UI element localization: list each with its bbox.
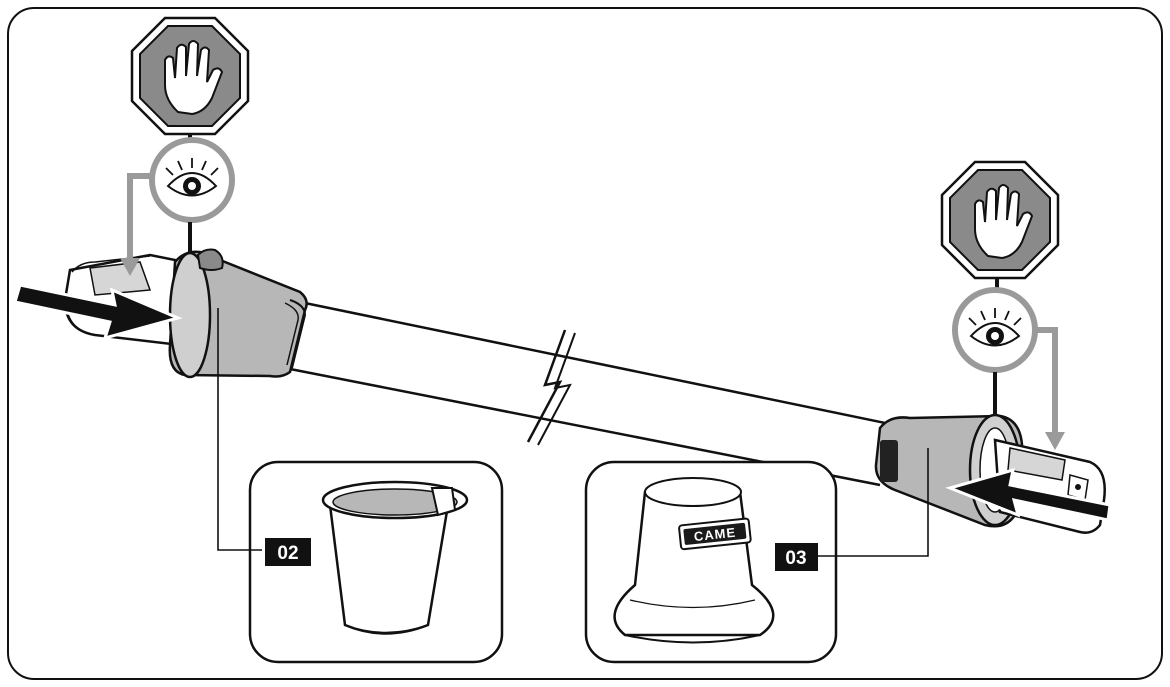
right-inspection-symbols <box>940 160 1065 450</box>
tube-break-mark <box>526 329 576 446</box>
stop-hand-icon <box>130 16 250 136</box>
callout-label-03: 03 <box>775 543 818 571</box>
callout-label-02-text: 02 <box>277 543 298 564</box>
left-push-arrow <box>13 283 183 341</box>
left-inspection-symbols <box>120 16 250 276</box>
cap-brand-plate: CAME <box>678 517 752 551</box>
detail-box-right: CAME <box>584 460 838 664</box>
cap-component-03: CAME <box>613 477 775 644</box>
cap-brand-text: CAME <box>693 525 737 544</box>
right-cap-brand-plate <box>880 440 898 482</box>
right-push-arrow <box>945 467 1112 522</box>
detail-box-left <box>248 460 504 664</box>
eye-inspect-icon <box>149 137 235 223</box>
callout-label-03-text: 03 <box>785 548 806 569</box>
callout-leader-right <box>818 448 929 557</box>
sleeve-component-02 <box>321 480 469 635</box>
stop-hand-icon <box>940 160 1060 280</box>
callout-label-02: 02 <box>265 538 311 566</box>
callout-leader-left <box>217 308 262 551</box>
tube-top-inner <box>299 301 561 357</box>
left-end-cap <box>168 248 308 379</box>
eye-inspect-icon <box>952 287 1038 373</box>
tube-assembly <box>63 248 1106 534</box>
